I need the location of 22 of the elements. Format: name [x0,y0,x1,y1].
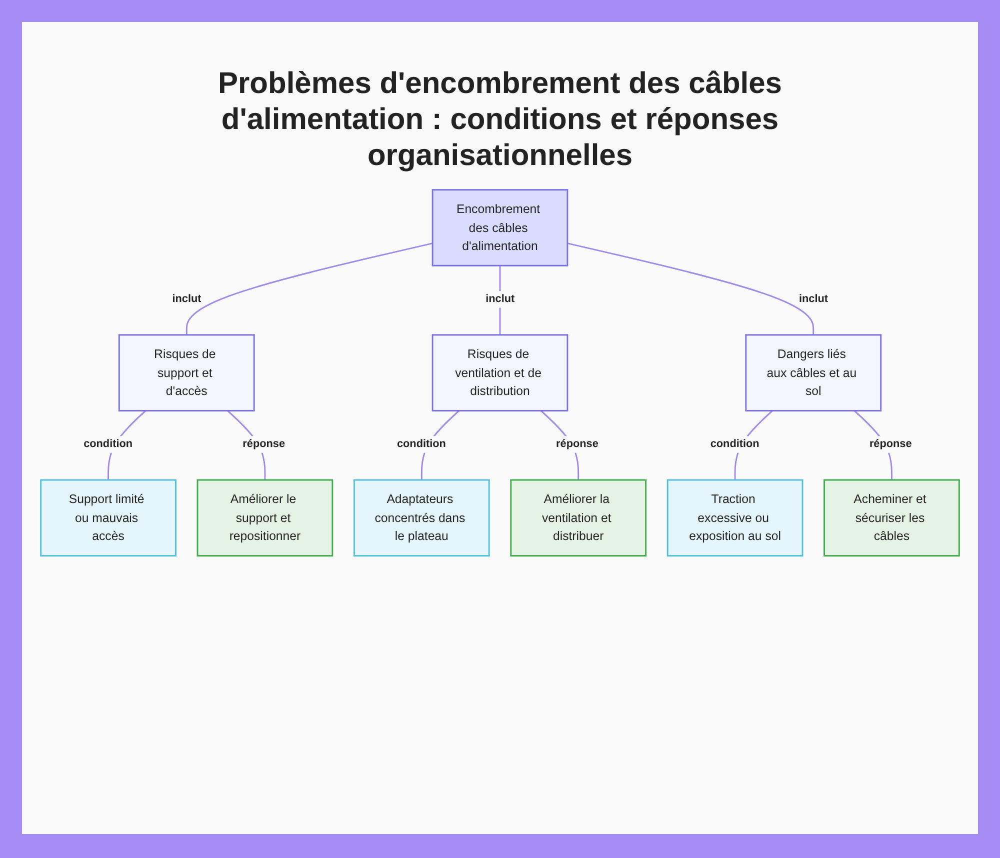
connector [567,242,814,335]
node-box: Améliorer la ventilation et distribuer [510,479,647,556]
node-box: Dangers liés aux câbles et au sol [745,334,882,412]
node-box: Encombrement des câbles d'alimentation [432,189,568,266]
node-box: Risques de support et d'accès [118,334,255,412]
edge-label: condition [396,438,446,450]
edge-label: réponse [556,438,598,450]
edge-label: inclut [798,292,828,305]
connector [186,242,433,335]
edge-label: inclut [486,292,515,305]
node-box: Traction excessive ou exposition au sol [666,479,804,556]
diagram-title: Problèmes d'encombrement des câbles d'alimentation : conditions et réponses organisationnelles [216,66,783,174]
edge-label: condition [710,438,760,450]
node-box: Améliorer le support et repositionner [196,479,334,556]
edge-label: réponse [869,438,912,450]
edge-label: réponse [242,438,286,450]
edge-label: condition [84,438,133,450]
node-box: Risques de ventilation et de distribution [432,334,568,412]
edge-label: inclut [172,292,202,305]
node-box: Support limité ou mauvais accès [40,479,176,556]
node-box: Adaptateurs concentrés dans le plateau [353,479,490,556]
node-box: Acheminer et sécuriser les câbles [824,479,960,556]
